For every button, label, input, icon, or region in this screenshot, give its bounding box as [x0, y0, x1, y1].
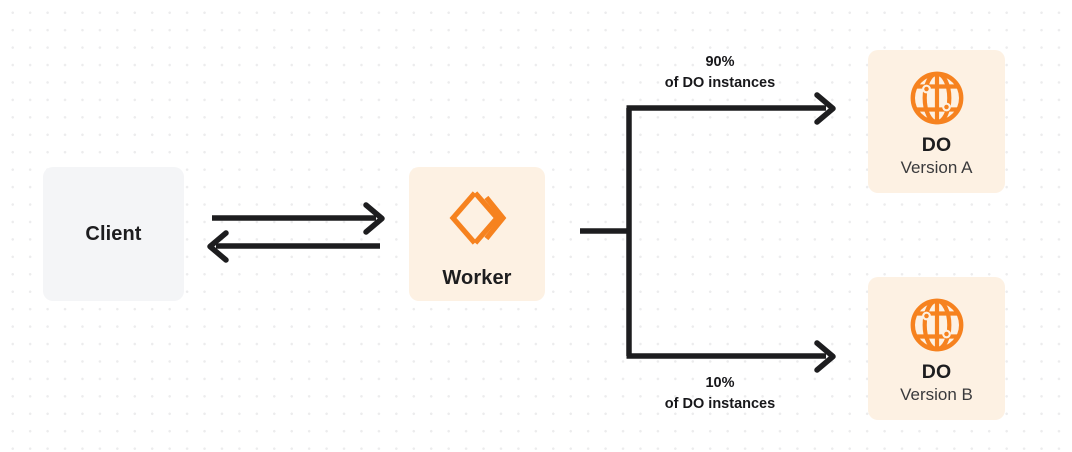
globe-icon — [908, 69, 966, 127]
edge-worker-branch-bus — [580, 108, 632, 356]
edge-label-do-a-text: of DO instances — [664, 74, 776, 91]
edge-label-do-b-text: of DO instances — [664, 395, 776, 412]
node-do-b-sublabel: Version B — [900, 385, 973, 405]
node-do-a-label: DO — [921, 133, 952, 156]
edge-label-do-b-percent: 10% — [705, 375, 735, 391]
edge-worker-to-do-b — [626, 340, 836, 373]
edge-label-do-b: 10% of DO instances — [600, 373, 840, 414]
edge-label-do-a-percent: 90% — [705, 54, 735, 70]
node-do-b-label: DO — [921, 360, 952, 383]
globe-icon — [908, 296, 966, 354]
edge-client-to-worker — [212, 202, 385, 235]
cloudflare-workers-icon — [443, 184, 511, 252]
node-client[interactable]: Client — [43, 167, 184, 301]
node-worker[interactable]: Worker — [409, 167, 545, 301]
node-do-a-sublabel: Version A — [900, 158, 973, 178]
edge-label-do-a: 90% of DO instances — [600, 52, 840, 93]
node-do-a[interactable]: DO Version A — [868, 50, 1005, 193]
edge-worker-to-client — [207, 230, 380, 263]
node-worker-label: Worker — [442, 267, 512, 289]
node-do-b[interactable]: DO Version B — [868, 277, 1005, 420]
edge-worker-to-do-a — [626, 92, 836, 125]
node-client-label: Client — [85, 222, 142, 245]
